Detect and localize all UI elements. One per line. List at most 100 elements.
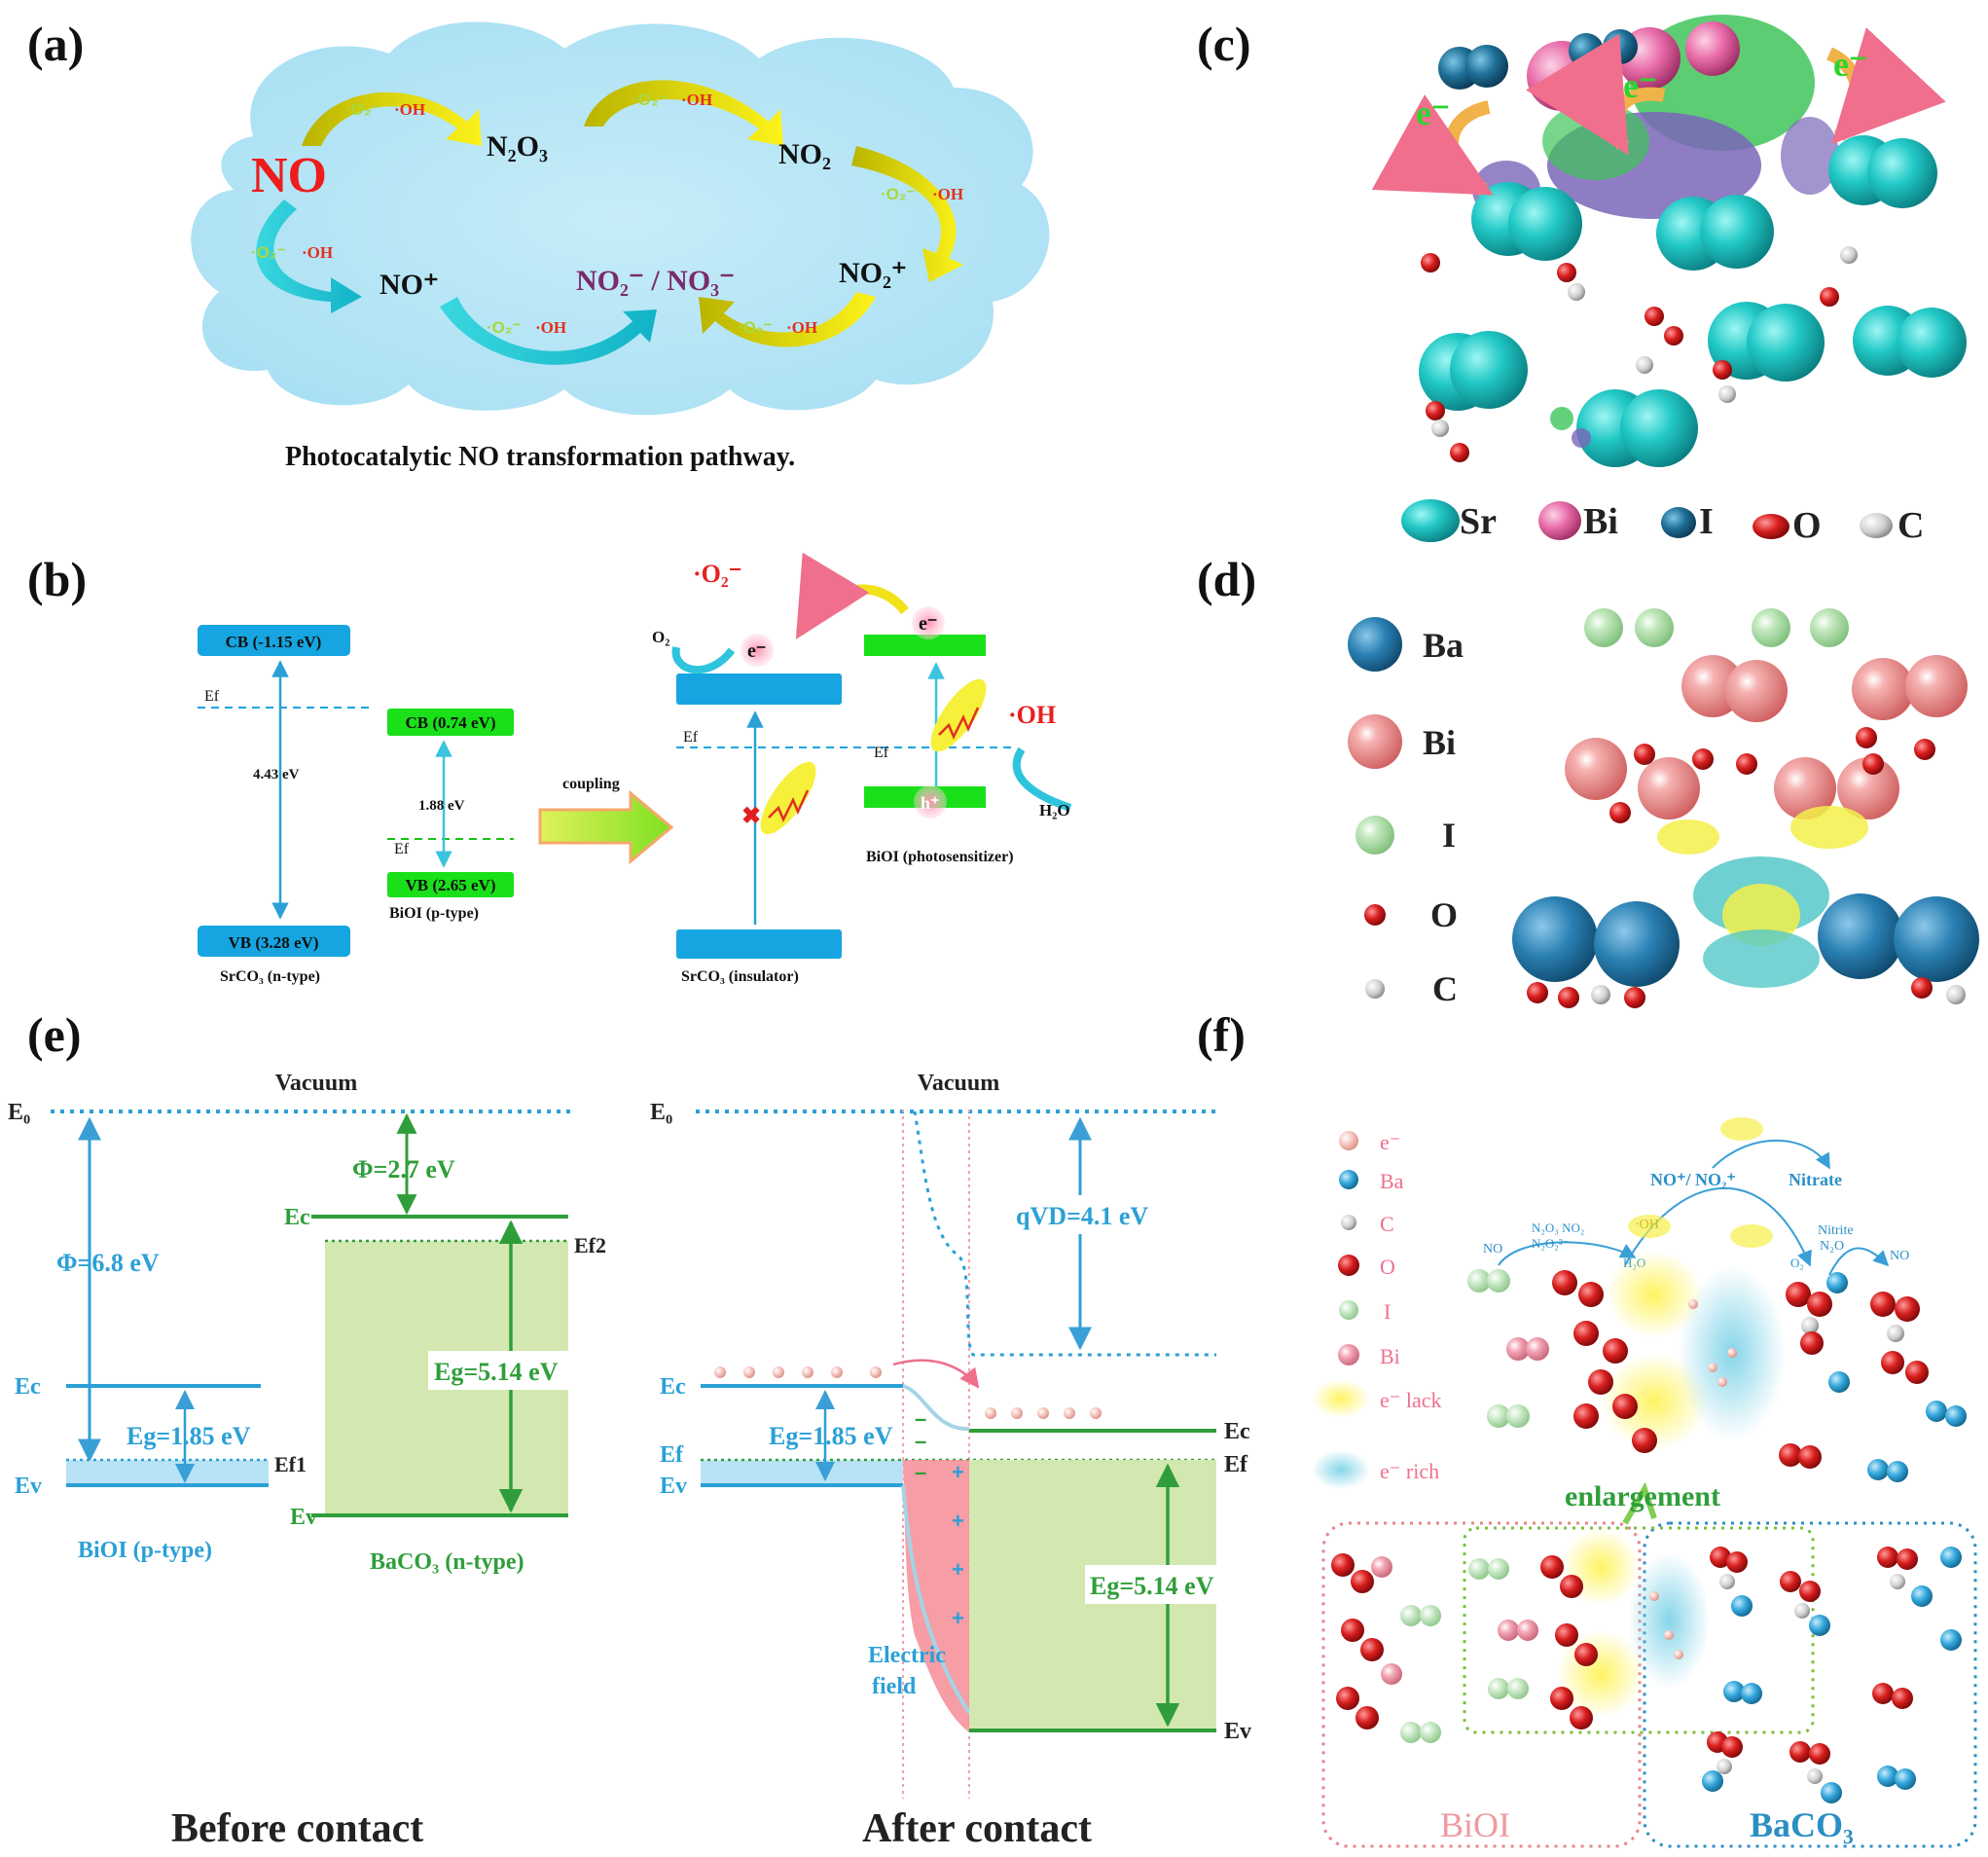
coupled-ef-label: Ef [683,729,699,746]
after-bioi-ec-label: Ec [660,1374,686,1400]
after-bioi-eg-label: Eg=1.85 eV [769,1422,893,1450]
bioi-ptype-label: BiOI (p-type) [389,905,479,922]
space-charge-region [903,1460,969,1732]
bioi-ef1-label: Ef1 [274,1452,307,1476]
baco3-ec-label: Ec [284,1205,310,1230]
radical-o2: ·O₂⁻ [251,243,285,262]
legend-label-c: C [1898,505,1924,546]
panel-a-label: (a) [27,17,84,71]
after-baco3-eg-label: Eg=5.14 eV [1090,1572,1214,1600]
legend-swatch-c [1341,1215,1356,1230]
enlargement-label: enlargement [1565,1480,1720,1512]
bioi-photosensitizer-label: BiOI (photosensitizer) [866,849,1014,865]
n2o2-label: N₂O₂²⁻ [1532,1236,1570,1251]
radical-o2: ·O₂⁻ [345,100,380,119]
legend-swatch-e-lack [1312,1379,1370,1418]
bottom-structure [1331,1528,1962,1803]
arrow-n2o3-to-no2 [584,80,783,146]
legend-label-o: O [1792,505,1822,546]
coupling-label: coupling [562,776,620,792]
radical-o2: ·O₂⁻ [738,318,772,337]
electron-transfer-arrow [892,1359,980,1389]
legend-label-bi: Bi [1423,723,1456,762]
legend-swatch-bi [1338,1344,1359,1365]
qvd-label-bg [1012,1195,1158,1234]
legend-label-bi: Bi [1380,1344,1400,1368]
coupling-arrow [538,789,674,865]
panel-c: (c) [1197,15,1967,546]
enlargement-arrow [1622,1481,1657,1525]
legend-label-c: C [1380,1212,1394,1236]
arrow-no-to-noplus [256,200,362,313]
bioi-gap-label: 1.88 eV [418,798,465,814]
hole-label: h⁺ [921,793,940,813]
baco3-phi-label: Φ=2.7 eV [352,1155,455,1183]
after-ef-label: Ef [660,1442,684,1468]
baco3-eg-label-bg [428,1351,574,1390]
minus-charges: – [915,1429,926,1453]
radical-pair-3: ·O₂⁻ ·OH [881,185,963,203]
legend-swatch-i [1339,1300,1358,1320]
bioi-ec-label: Ec [15,1374,41,1400]
legend-label-sr: Sr [1460,501,1497,542]
baco3-region-label: BaCO₃ [1750,1805,1854,1844]
after-contact-diagram: Vacuum E₀ qVD=4.1 eV Ec Ef Ev Eg=1.85 eV… [650,1071,1251,1851]
bioi-region-box [1321,1521,1642,1848]
bent-vacuum-level [913,1111,1216,1357]
after-baco3-eg-label-bg [1085,1565,1231,1604]
arrow-no2plus-to-mixed [699,292,876,347]
radical-pair-1: ·O₂⁻ ·OH [345,100,425,119]
vacuum-label: Vacuum [918,1071,999,1096]
electron-label: e⁻ [747,640,766,662]
plus-charge: + [952,1509,964,1533]
legend-label-e-rich: e⁻ rich [1380,1459,1439,1483]
radical-oh: ·OH [786,318,817,337]
radical-pair-4: ·O₂⁻ ·OH [251,243,333,262]
o2-radical-label: ·O₂⁻ [693,560,741,588]
charge-density-plot [1419,15,1967,467]
baco3-ntype-label: BaCO₃ (n-type) [370,1549,524,1575]
srco3-insulator-label: SrCO₃ (insulator) [681,968,799,985]
radical-oh: ·OH [535,318,566,337]
electron-flow-arrow-2 [1526,33,1666,156]
radical-oh: ·OH [681,91,712,109]
legend-swatch-bi [1348,714,1402,769]
legend-label-ba: Ba [1380,1169,1404,1193]
nitrite-label: Nitrite [1818,1223,1854,1238]
e0-label: E₀ [8,1100,30,1125]
radical-o2: ·O₂⁻ [487,318,521,337]
minus-charges: – [915,1406,926,1431]
qvd-label: qVD=4.1 eV [1016,1202,1148,1230]
electrons-row-bioi [714,1366,882,1378]
legend-label-bi: Bi [1583,501,1618,542]
species-no2: NO₂ [778,138,831,170]
o2-label: O₂ [652,628,669,646]
electron-transfer-arrow [795,552,909,639]
panel-f-label: (f) [1197,1007,1246,1062]
legend-label-ba: Ba [1423,626,1464,665]
srco3-cb-band [198,625,350,656]
coupled-bioi-cb [864,635,986,656]
panel-e-label: (e) [27,1007,82,1062]
legend-swatch-o [1338,1255,1359,1276]
after-bioi-vb-band [701,1460,903,1485]
legend-swatch-bi [1538,501,1581,540]
panel-a: (a) ·O₂⁻ ·OH ·O₂⁻ ·OH ·O₂⁻ ·OH ·O₂⁻ ·OH … [27,17,1050,472]
nitrate-label: Nitrate [1789,1170,1842,1189]
bioi-phi-label: Φ=6.8 eV [56,1249,160,1277]
before-contact-diagram: Vacuum E₀ Φ=6.8 eV Ec Ev Ef1 Eg=1.85 eV … [8,1071,606,1851]
radical-pair-5: ·O₂⁻ ·OH [487,318,566,337]
electric-field-label-1: Electric [868,1643,946,1668]
arrow-no-to-n2o3 [302,91,482,146]
baco3-ef2-label: Ef2 [574,1233,606,1257]
legend-swatch-ba [1348,617,1402,672]
after-baco3-ef-label: Ef [1224,1452,1248,1477]
legend-label-i: I [1442,816,1456,855]
arrow-noplus-to-mixed [440,297,657,365]
cross-icon: ✖ [741,803,761,829]
after-baco3-ec-label: Ec [1224,1419,1250,1444]
e0-label: E₀ [650,1100,672,1125]
radical-oh: ·OH [302,243,333,262]
baco3-ev-label: Ev [290,1505,317,1530]
